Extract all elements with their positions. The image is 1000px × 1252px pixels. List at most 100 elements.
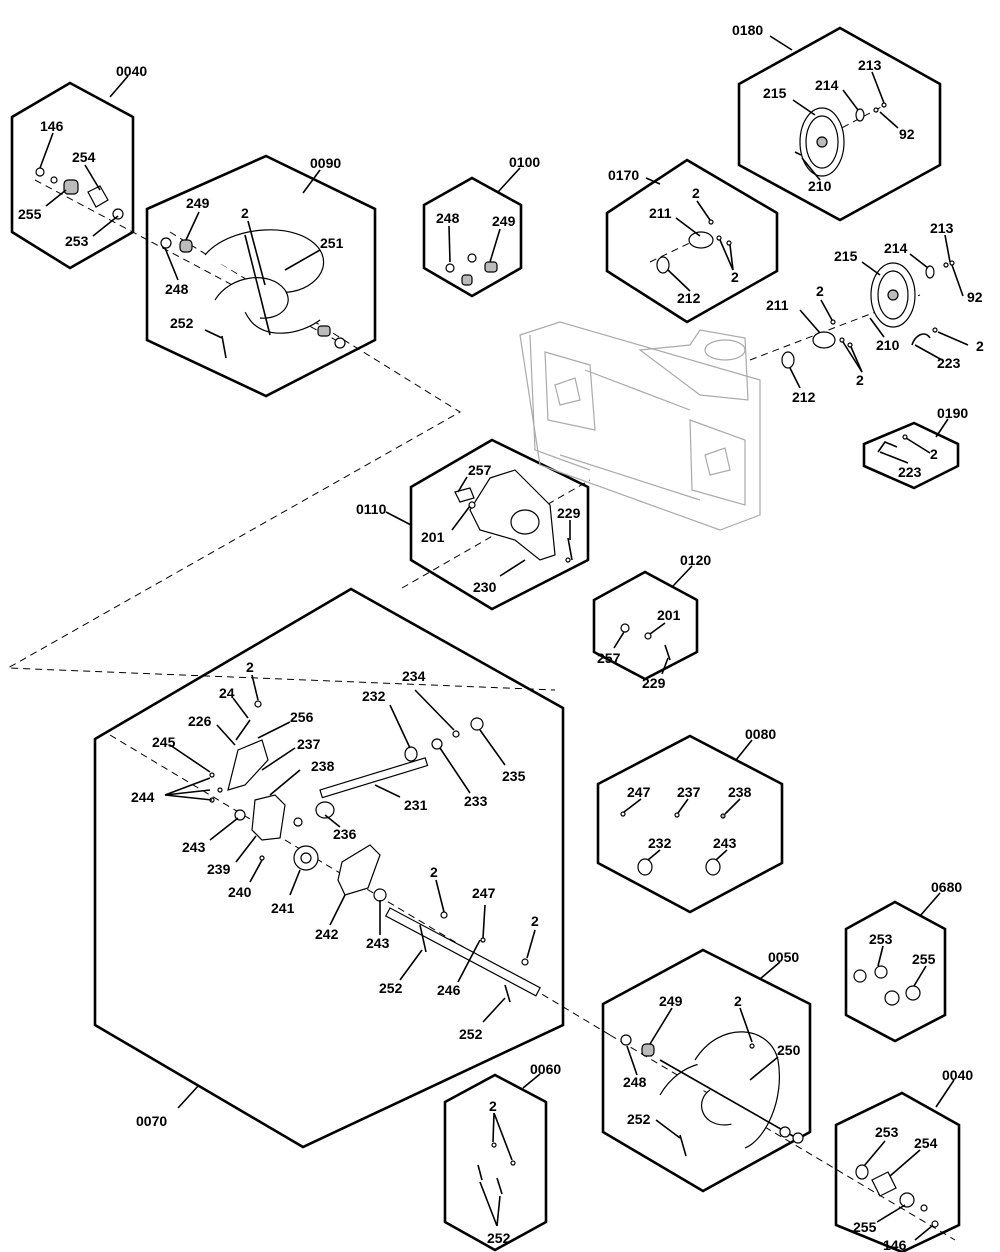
group-label-0120: 0120	[680, 552, 711, 568]
group-label-0090: 0090	[310, 155, 341, 171]
part-label: 253	[65, 233, 89, 249]
hex-0100	[422, 176, 523, 298]
part-label: 248	[436, 210, 460, 226]
part-label: 253	[869, 931, 893, 947]
hex-0040-top	[10, 81, 135, 270]
group-label-0040-bottom: 0040	[942, 1067, 973, 1083]
part-label: 240	[228, 884, 252, 900]
hardware-kit-0120	[620, 623, 671, 661]
part-label: 251	[320, 235, 344, 251]
part-label: 2	[489, 1098, 497, 1114]
group-label-0180: 0180	[732, 22, 763, 38]
part-label: 243	[182, 839, 206, 855]
hex-0050	[601, 948, 812, 1193]
group-label-0050: 0050	[768, 949, 799, 965]
part-label: 249	[659, 993, 683, 1009]
part-label: 226	[188, 713, 212, 729]
part-label: 257	[597, 650, 621, 666]
group-label-0040-top: 0040	[116, 63, 147, 79]
part-label: 2	[816, 283, 824, 299]
part-label: 247	[472, 885, 496, 901]
part-label: 210	[876, 337, 900, 353]
part-label: 237	[297, 736, 321, 752]
hex-0060	[443, 1073, 548, 1252]
hex-0680	[844, 900, 947, 1043]
part-label: 248	[165, 281, 189, 297]
assembly-dashed-lines	[6, 104, 956, 1241]
part-label: 256	[290, 709, 314, 725]
bushing-kit	[445, 253, 498, 286]
part-label: 2	[241, 205, 249, 221]
wheel-housing	[781, 260, 955, 369]
part-label: 2	[734, 993, 742, 1009]
part-label: 248	[623, 1074, 647, 1090]
part-label: 2	[976, 338, 984, 354]
part-label: 255	[853, 1219, 877, 1235]
part-label: 237	[677, 784, 701, 800]
part-label: 2	[430, 864, 438, 880]
part-label: 201	[421, 529, 445, 545]
part-label: 2	[856, 372, 864, 388]
part-label: 214	[884, 240, 908, 256]
part-label: 215	[763, 85, 787, 101]
part-label: 24	[219, 685, 235, 701]
hex-0090	[145, 154, 377, 398]
part-label: 250	[777, 1042, 801, 1058]
part-label: 201	[657, 607, 681, 623]
part-label: 242	[315, 926, 339, 942]
part-label: 233	[464, 793, 488, 809]
part-label: 213	[858, 57, 882, 73]
part-label: 241	[271, 900, 295, 916]
part-label: 243	[366, 935, 390, 951]
part-label: 211	[649, 205, 672, 221]
part-label: 92	[967, 289, 983, 305]
part-label: 238	[311, 758, 335, 774]
part-label: 213	[930, 220, 954, 236]
part-label: 254	[72, 149, 96, 165]
bushing-kit-0680	[853, 965, 921, 1006]
hex-0180	[737, 26, 942, 222]
group-label-0100: 0100	[509, 154, 540, 170]
part-label: 230	[473, 579, 497, 595]
part-label: 146	[40, 118, 64, 134]
pin-kit	[877, 434, 908, 453]
part-label: 236	[333, 826, 357, 842]
part-label: 92	[899, 126, 915, 142]
part-leaders	[39, 71, 969, 1241]
part-label: 215	[834, 248, 858, 264]
auger-housing-ghost	[519, 321, 761, 531]
seal-kit	[620, 811, 726, 876]
part-label: 253	[875, 1124, 899, 1140]
part-label: 223	[898, 464, 922, 480]
part-label: 229	[557, 505, 581, 521]
hex-0070	[93, 587, 565, 1149]
group-label-0070: 0070	[136, 1113, 167, 1129]
group-leaders	[109, 35, 955, 1109]
part-label: 2	[531, 913, 539, 929]
group-label-0080: 0080	[745, 726, 776, 742]
hex-0170	[605, 158, 779, 324]
group-label-0110: 0110	[356, 501, 387, 517]
part-label: 2	[731, 269, 739, 285]
bearing-flange-kit	[656, 219, 732, 274]
part-label: 212	[677, 290, 701, 306]
part-label: 212	[792, 389, 816, 405]
part-label: 2	[692, 185, 700, 201]
part-label: 244	[131, 789, 155, 805]
group-label-0680: 0680	[931, 879, 962, 895]
hex-0110	[409, 438, 590, 611]
part-label: 255	[18, 206, 42, 222]
part-label: 234	[402, 668, 426, 684]
hex-0120	[592, 570, 699, 681]
part-label: 249	[492, 213, 516, 229]
part-labels: 146 254 255 253 249 2 251 248 252 248 24…	[18, 57, 984, 1252]
part-label: 252	[379, 980, 403, 996]
part-label: 252	[170, 315, 194, 331]
part-label: 247	[627, 784, 651, 800]
part-label: 257	[468, 462, 492, 478]
part-label: 229	[642, 675, 666, 691]
part-label: 235	[502, 768, 526, 784]
gear-housing-right	[454, 469, 573, 563]
part-label: 223	[937, 355, 961, 371]
